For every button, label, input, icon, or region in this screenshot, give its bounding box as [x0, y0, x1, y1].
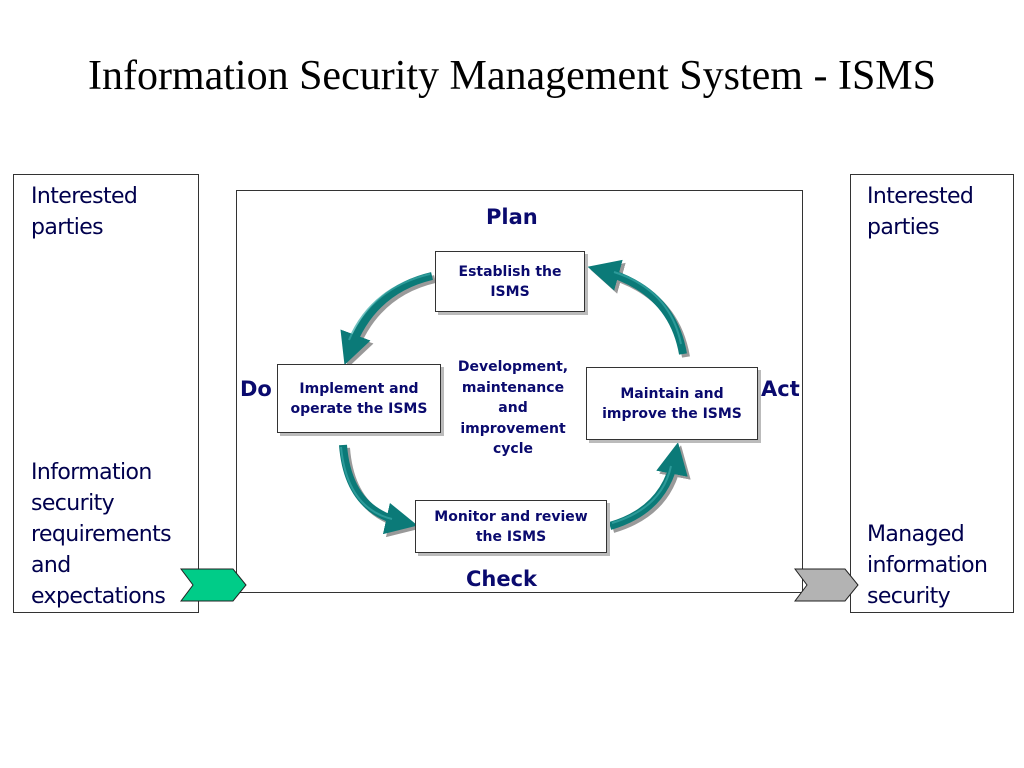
- step-maintain-isms: Maintain and improve the ISMS: [586, 367, 758, 440]
- step-monitor-label: Monitor and review the ISMS: [434, 508, 588, 545]
- phase-do-label: Do: [240, 377, 272, 401]
- step-implement-isms: Implement and operate the ISMS: [277, 364, 441, 433]
- output-chevron-arrow: [794, 568, 859, 602]
- cycle-center-label: Development, maintenance and improvement…: [457, 359, 569, 457]
- phase-plan-label: Plan: [486, 205, 538, 229]
- right-top-label: Interested parties: [867, 184, 974, 240]
- left-top-label: Interested parties: [31, 184, 138, 240]
- phase-check-label: Check: [466, 567, 538, 591]
- input-chevron-arrow: [180, 568, 247, 602]
- arrow-check-to-act: [608, 442, 688, 530]
- left-panel: [13, 174, 199, 613]
- step-establish-isms: Establish the ISMS: [435, 251, 585, 312]
- arrow-plan-to-do: [340, 272, 433, 366]
- step-establish-label: Establish the ISMS: [458, 263, 562, 300]
- arrow-act-to-plan: [587, 259, 687, 355]
- step-maintain-label: Maintain and improve the ISMS: [602, 385, 742, 422]
- right-panel: [850, 174, 1014, 613]
- right-bottom-label: Managed information security: [867, 522, 988, 609]
- phase-act-label: Act: [761, 377, 800, 401]
- page-title: Information Security Management System -…: [87, 53, 937, 99]
- step-monitor-isms: Monitor and review the ISMS: [415, 500, 607, 553]
- step-implement-label: Implement and operate the ISMS: [290, 380, 428, 417]
- left-bottom-label: Information security requirements and ex…: [31, 460, 172, 609]
